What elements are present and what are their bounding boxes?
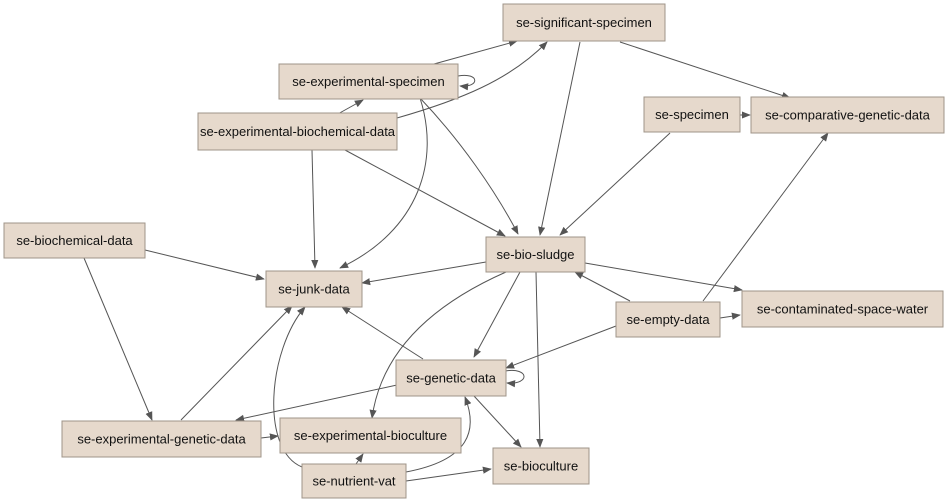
edge-significant-specimen-to-bio-sludge [538,41,581,236]
node-se-bio-sludge[interactable]: se-bio-sludge [485,236,586,273]
edge-specimen-to-bio-sludge [559,132,671,236]
edge-bio-sludge-to-contaminated-space-water [584,262,743,293]
edge-empty-data-to-bio-sludge [574,271,631,302]
node-se-bioculture[interactable]: se-bioculture [492,447,590,485]
node-se-nutrient-vat[interactable]: se-nutrient-vat [301,463,407,499]
node-label: se-experimental-specimen [292,74,444,89]
node-label: se-contaminated-space-water [757,302,929,317]
edge-bio-sludge-to-junk-data [361,261,487,286]
edge-bio-sludge-to-genetic-data [473,271,521,358]
edge-empty-data-to-genetic-data [505,325,617,369]
node-se-comparative-genetic-data[interactable]: se-comparative-genetic-data [750,96,945,134]
edge-empty-data-to-contaminated-space-water [719,312,741,320]
edge-significant-specimen-to-comparative-genetic-data [619,41,791,99]
node-se-experimental-biochemical-data[interactable]: se-experimental-biochemical-data [197,112,398,151]
node-label: se-biochemical-data [16,233,133,248]
edge-nutrient-vat-to-junk-data [273,306,306,468]
edge-experimental-genetic-data-to-junk-data [180,305,293,421]
node-se-significant-specimen[interactable]: se-significant-specimen [502,3,666,42]
node-se-biochemical-data[interactable]: se-biochemical-data [3,222,146,259]
node-se-specimen[interactable]: se-specimen [643,96,741,133]
node-label: se-experimental-bioculture [294,428,447,443]
node-label: se-junk-data [278,282,350,297]
edge-experimental-biochemical-data-to-bio-sludge [344,149,506,237]
node-se-junk-data[interactable]: se-junk-data [265,270,363,308]
edge-nutrient-vat-to-bioculture [405,466,492,482]
node-label: se-experimental-genetic-data [77,432,246,447]
node-se-empty-data[interactable]: se-empty-data [615,301,721,338]
node-se-genetic-data[interactable]: se-genetic-data [395,359,507,397]
edge-experimental-specimen-self-loop [457,74,476,91]
node-label: se-bio-sludge [496,247,574,262]
edge-genetic-data-to-experimental-genetic-data [235,384,398,422]
node-label: se-specimen [655,107,729,122]
edge-bio-sludge-to-bioculture [535,271,544,448]
edge-empty-data-to-comparative-genetic-data [702,132,829,302]
edge-genetic-data-self-loop [504,369,525,388]
node-label: se-genetic-data [406,371,496,386]
edge-genetic-data-to-junk-data [341,306,424,360]
edge-biochemical-data-to-junk-data [144,249,265,281]
edge-experimental-biochemical-data-to-junk-data [311,149,319,269]
node-label: se-comparative-genetic-data [765,108,931,123]
node-label: se-nutrient-vat [312,474,395,489]
node-se-experimental-specimen[interactable]: se-experimental-specimen [278,63,459,100]
edge-experimental-specimen-to-significant-specimen [433,39,518,65]
edge-experimental-genetic-data-to-experimental-bioculture [260,433,279,441]
edge-genetic-data-to-bioculture [473,395,522,448]
node-label: se-bioculture [504,459,578,474]
node-se-contaminated-space-water[interactable]: se-contaminated-space-water [741,290,944,328]
edge-biochemical-data-to-experimental-genetic-data [83,257,153,421]
edge-experimental-biochemical-data-to-significant-specimen [396,41,548,119]
node-label: se-experimental-biochemical-data [200,124,396,139]
node-label: se-significant-specimen [516,15,652,30]
edge-experimental-specimen-to-junk-data [339,97,428,269]
node-label: se-empty-data [626,312,710,327]
edge-experimental-specimen-to-bio-sludge [419,97,519,235]
node-se-experimental-genetic-data[interactable]: se-experimental-genetic-data [61,420,262,458]
node-se-experimental-bioculture[interactable]: se-experimental-bioculture [279,417,462,454]
edge-nutrient-vat-to-experimental-bioculture [355,453,364,465]
edge-nutrient-vat-to-genetic-data [405,396,472,473]
edge-bio-sludge-to-experimental-bioculture [369,271,507,419]
